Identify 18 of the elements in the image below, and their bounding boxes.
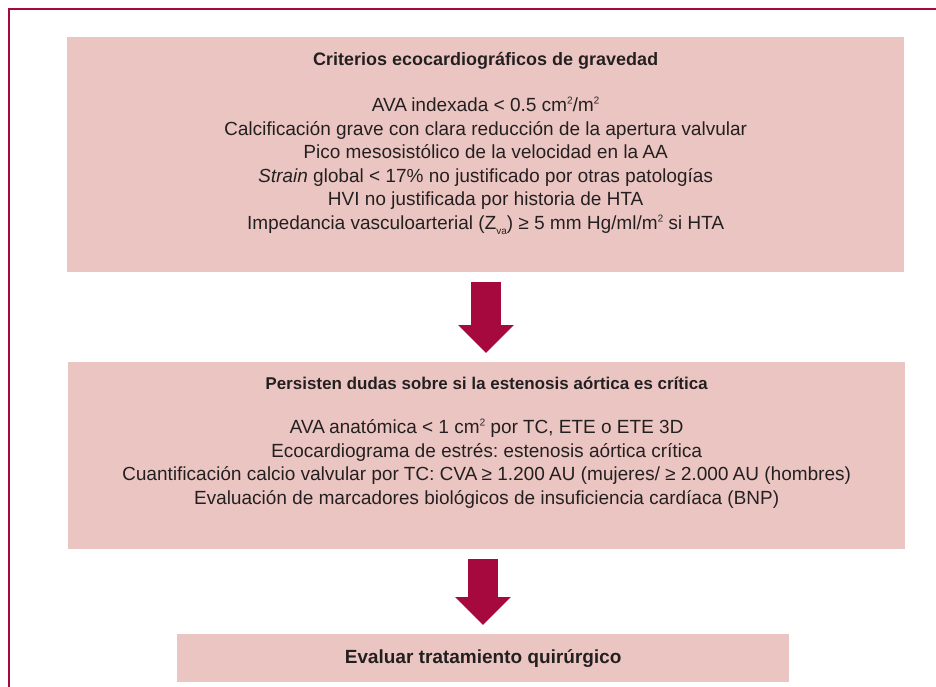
criterion-text: Strain global < 17% no justificado por otras patologías: [258, 164, 713, 188]
criterion-text: Evaluación de marcadores biológicos de insuficiencia cardíaca (BNP): [194, 486, 780, 510]
criterion-text: Pico mesosistólico de la velocidad en la AA: [303, 141, 668, 164]
criterion-text: HVI no justificada por historia de HTA: [328, 188, 644, 212]
criterion-text: AVA anatómica < 1 cm$^{2}$ por TC, ETE o ETE 3D: [290, 416, 684, 440]
box-heading: Persisten dudas sobre si la estenosis aórtica es crítica: [265, 374, 708, 394]
criterion-text: AVA indexada < 0.5 cm$^{2}$/m$^{2}$: [372, 94, 600, 118]
criterion-text: Calcificación grave con clara reducción de la apertura valvular: [224, 118, 747, 141]
block-arrow: [458, 282, 514, 353]
box-heading: Evaluar tratamiento quirúrgico: [344, 647, 622, 669]
criterion-text: Impedancia vasculoarterial (Z$_{va}$) ≥ 5 mm Hg/ml/m$^{2}$ si HTA: [246, 212, 724, 235]
process-box: [177, 634, 789, 682]
block-arrow: [455, 559, 511, 625]
process-box: [68, 362, 905, 549]
criterion-text: Ecocardiograma de estrés: estenosis aórtica crítica: [271, 440, 702, 463]
box-heading: Criterios ecocardiográficos de gravedad: [312, 49, 658, 70]
process-box: [67, 37, 904, 272]
criterion-text: Cuantificación calcio valvular por TC: CVA ≥ 1.200 AU (mujeres/ ≥ 2.000 AU (hombres): [122, 463, 851, 486]
